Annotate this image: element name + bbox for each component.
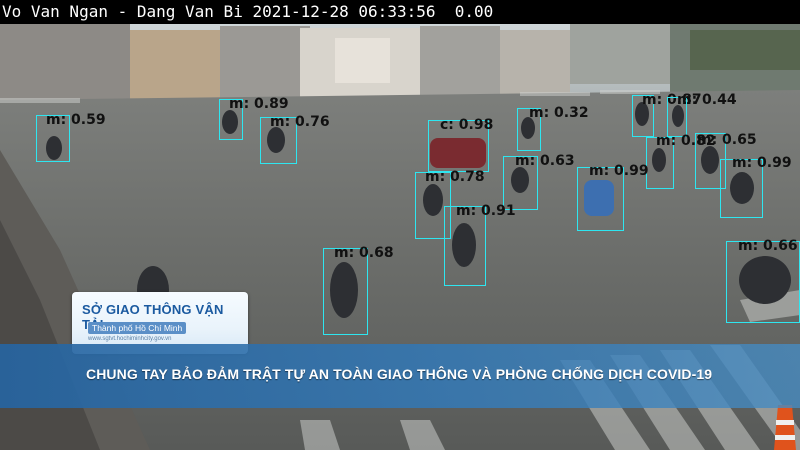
detection-label: m: 0.78 xyxy=(425,169,485,185)
detection-label: c: 0.98 xyxy=(440,117,494,133)
detection-box xyxy=(503,156,538,210)
detection-label: m: 0.65 xyxy=(697,132,757,148)
detection-box xyxy=(260,117,297,164)
detection-box xyxy=(720,159,763,218)
detection-label: m: 0.76 xyxy=(270,114,330,130)
logo-subtitle: Thành phố Hồ Chí Minh xyxy=(88,322,187,334)
banner-text: CHUNG TAY BẢO ĐẢM TRẬT TỰ AN TOÀN GIAO T… xyxy=(86,366,713,382)
detection-label: m: 0.99 xyxy=(732,155,792,171)
detection-label: m: 0.44 xyxy=(677,92,737,108)
detection-label: m: 0.32 xyxy=(529,105,589,121)
detection-box xyxy=(632,95,654,137)
detection-box xyxy=(415,172,451,239)
camera-title: Vo Van Ngan - Dang Van Bi 2021-12-28 06:… xyxy=(0,0,800,24)
detection-label: m: 0.59 xyxy=(46,112,106,128)
detection-box xyxy=(219,99,243,140)
campaign-banner: CHUNG TAY BẢO ĐẢM TRẬT TỰ AN TOÀN GIAO T… xyxy=(0,344,800,408)
detection-box xyxy=(695,133,726,189)
broadcaster-logo: SỞ GIAO THÔNG VẬN TẢI Thành phố Hồ Chí M… xyxy=(72,292,248,354)
detection-label: m: 0.91 xyxy=(456,203,516,219)
detection-box xyxy=(323,248,368,335)
detection-label: m: 0.63 xyxy=(515,153,575,169)
detection-box xyxy=(646,137,674,189)
detection-label: m: 0.66 xyxy=(738,238,798,254)
detection-label: m: 0.99 xyxy=(589,163,649,179)
detection-label: m: 0.68 xyxy=(334,245,394,261)
detection-label: m: 0.89 xyxy=(229,96,289,112)
detection-label: m: 0.82 xyxy=(656,133,716,149)
detection-box xyxy=(517,108,541,151)
detection-box xyxy=(444,206,486,286)
detection-box xyxy=(667,97,687,137)
logo-url: www.sgtvt.hochiminhcity.gov.vn xyxy=(88,336,172,342)
detection-box xyxy=(428,120,489,172)
detection-box xyxy=(577,167,624,231)
detection-box xyxy=(36,115,70,162)
